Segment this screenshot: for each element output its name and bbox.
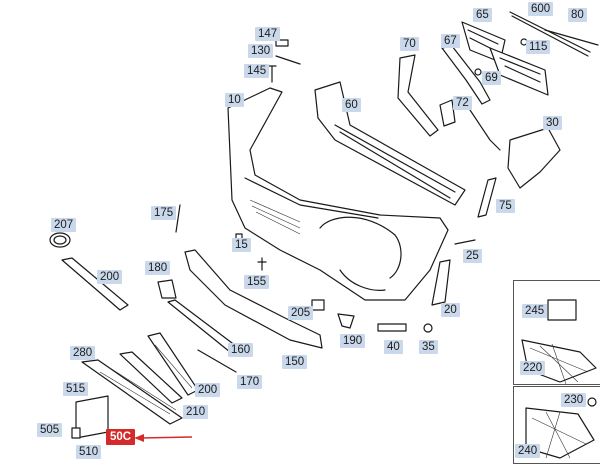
callout-15: 15 (232, 238, 251, 252)
part-230-clip (587, 397, 597, 407)
part-20-strip (431, 259, 451, 306)
callout-220: 220 (520, 361, 546, 375)
part-600-strip (509, 11, 599, 57)
callout-207: 207 (51, 218, 77, 232)
part-40-plate (377, 323, 407, 332)
part-145-bolt (267, 65, 277, 83)
callout-190: 190 (340, 334, 366, 348)
callout-180: 180 (145, 261, 171, 275)
callout-505: 505 (37, 423, 63, 437)
callout-75: 75 (496, 199, 515, 213)
callout-147: 147 (255, 27, 281, 41)
part-207-ring (49, 232, 71, 248)
callout-130: 130 (248, 44, 274, 58)
callout-210: 210 (183, 405, 209, 419)
callout-69: 69 (482, 71, 501, 85)
callout-25: 25 (463, 249, 482, 263)
part-10-bumper-cover (227, 87, 449, 301)
part-75-strip (477, 177, 497, 218)
callout-245: 245 (522, 304, 548, 318)
part-65-bracket (461, 21, 549, 96)
callout-65: 65 (473, 8, 492, 22)
callout-230: 230 (561, 393, 587, 407)
part-170-strip (197, 349, 237, 373)
part-60-crossmember (314, 81, 466, 206)
part-35-clip (423, 323, 433, 333)
callout-145: 145 (244, 64, 270, 78)
callout-200-upper: 200 (97, 270, 123, 284)
callout-205: 205 (288, 306, 314, 320)
callout-72: 72 (453, 96, 472, 110)
part-155-clip (257, 257, 267, 271)
callout-40: 40 (384, 340, 403, 354)
part-25-clip (454, 239, 476, 245)
part-190-bracket (337, 313, 355, 329)
part-147-clip (275, 39, 301, 65)
callout-155: 155 (244, 275, 270, 289)
callout-200-lower: 200 (195, 383, 221, 397)
highlight-arrow (134, 434, 193, 442)
part-160-strip (167, 299, 237, 353)
part-240-grille (525, 407, 595, 459)
callout-70: 70 (400, 37, 419, 51)
part-180-bracket (157, 279, 177, 299)
callout-60: 60 (342, 98, 361, 112)
part-505-bracket (75, 395, 109, 439)
part-280-grille (81, 359, 183, 425)
part-72-bracket (439, 99, 456, 127)
callout-150: 150 (282, 355, 308, 369)
callout-170: 170 (237, 375, 263, 389)
part-spoiler-lower (184, 249, 323, 349)
part-70-strip (397, 54, 439, 137)
callout-50c-highlighted[interactable]: 50C (106, 429, 136, 445)
part-69-clip (474, 68, 482, 76)
callout-115: 115 (526, 40, 551, 54)
callout-510: 510 (76, 445, 102, 459)
part-175-clip (175, 204, 181, 233)
callout-240: 240 (515, 444, 541, 458)
inset-top-right (513, 280, 600, 385)
callout-10: 10 (225, 93, 244, 107)
callout-160: 160 (228, 343, 254, 357)
callout-67: 67 (441, 34, 460, 48)
part-210-grille (119, 351, 183, 404)
part-205-bracket (311, 299, 325, 311)
part-245-bracket (547, 299, 577, 321)
part-510-clip (71, 427, 81, 439)
callout-30: 30 (543, 116, 562, 130)
callout-80: 80 (568, 8, 587, 22)
callout-280: 280 (70, 346, 96, 360)
callout-515: 515 (63, 382, 89, 396)
callout-35: 35 (419, 340, 438, 354)
callout-20: 20 (441, 303, 460, 317)
callout-175: 175 (151, 206, 177, 220)
part-200-strip-upper (61, 257, 129, 311)
callout-600: 600 (528, 2, 554, 16)
